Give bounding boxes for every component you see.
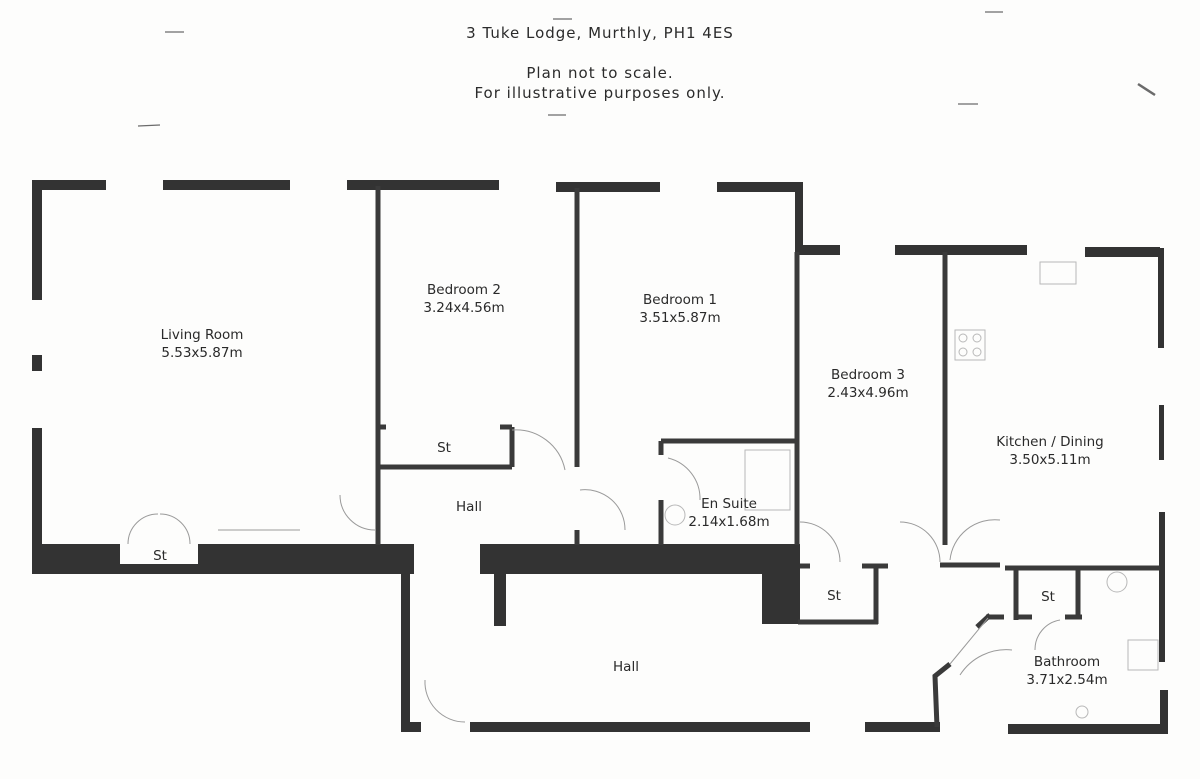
living-room-name: Living Room [161, 327, 244, 343]
door-swings [127, 429, 1061, 723]
bedroom-3-size: 2.43x4.96m [827, 385, 908, 401]
store-living-label: St [153, 548, 167, 564]
living-room-size: 5.53x5.87m [161, 345, 242, 361]
hall-lower-label: Hall [613, 659, 639, 675]
plan-note-illustrative: For illustrative purposes only. [474, 84, 726, 102]
kitchen-dining-name: Kitchen / Dining [996, 434, 1103, 450]
store-bathroom-label: St [1041, 589, 1055, 605]
bathroom-name: Bathroom [1034, 654, 1100, 670]
walls [32, 180, 1168, 734]
bedroom-2-name: Bedroom 2 [427, 282, 501, 298]
bedroom-2-size: 3.24x4.56m [423, 300, 504, 316]
bathroom-size: 3.71x2.54m [1026, 672, 1107, 688]
store-bedroom2-label: St [437, 440, 451, 456]
interior-walls [375, 186, 1160, 728]
room-labels: Living Room 5.53x5.87m Bedroom 2 3.24x4.… [153, 282, 1108, 688]
scan-specks [137, 11, 1156, 127]
bedroom-1-name: Bedroom 1 [643, 292, 717, 308]
en-suite-size: 2.14x1.68m [688, 514, 769, 530]
en-suite-name: En Suite [701, 496, 757, 512]
kitchen-dining-size: 3.50x5.11m [1009, 452, 1090, 468]
hall-upper-label: Hall [456, 499, 482, 515]
fixtures [664, 261, 1159, 719]
plan-note-scale: Plan not to scale. [526, 64, 674, 82]
store-bedroom3-label: St [827, 588, 841, 604]
bedroom-3-name: Bedroom 3 [831, 367, 905, 383]
plan-address: 3 Tuke Lodge, Murthly, PH1 4ES [466, 24, 734, 42]
bedroom-1-size: 3.51x5.87m [639, 310, 720, 326]
